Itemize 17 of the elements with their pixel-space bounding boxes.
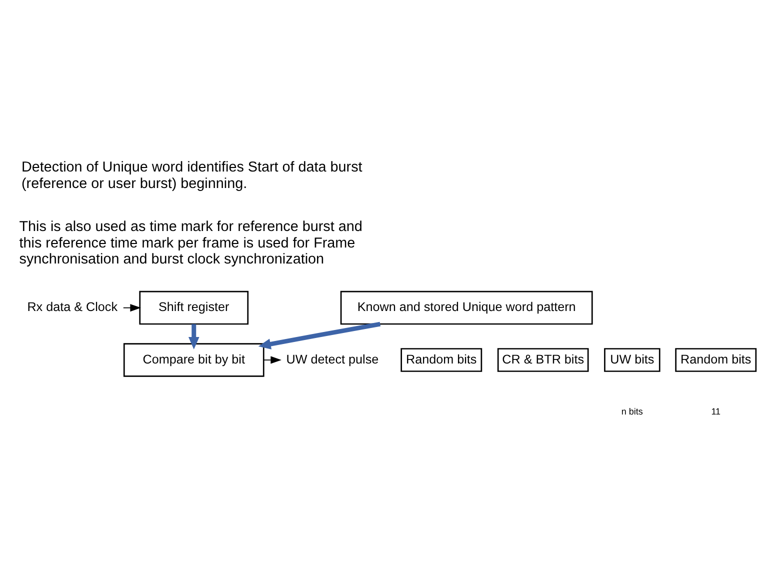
arrow: [188, 324, 200, 350]
label: n bits: [621, 406, 643, 416]
arrow: [258, 322, 381, 350]
node-box: Compare bit by bit: [123, 343, 264, 377]
node-box: CR & BTR bits: [497, 348, 589, 372]
label: This is also used as time mark for reference burst and this reference time mark per frame is used for Frame synchronisation and burst clock synchronization: [19, 219, 362, 268]
arrow: [263, 356, 282, 364]
node-box: UW bits: [604, 348, 660, 372]
arrow: [122, 304, 141, 312]
node-box: Random bits: [400, 348, 482, 372]
node-text: Rx data & Clock: [27, 300, 118, 314]
node-box: Known and stored Unique word pattern: [340, 290, 593, 325]
label: Detection of Unique word identifies Start of data burst (reference or user burst) beginning.: [22, 160, 362, 192]
node-text: UW detect pulse: [286, 352, 379, 366]
label: 11: [711, 406, 721, 416]
node-box: Shift register: [139, 290, 249, 325]
node-box: Random bits: [675, 348, 757, 372]
